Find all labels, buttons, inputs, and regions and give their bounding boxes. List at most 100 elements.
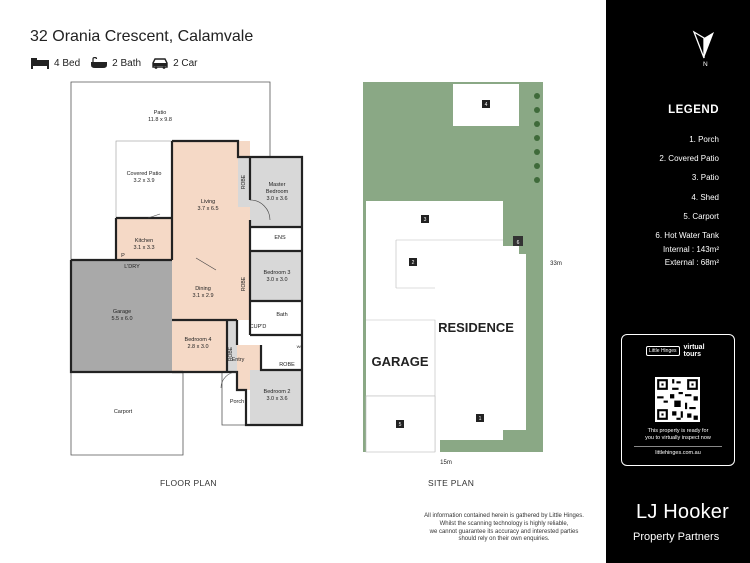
master-floor — [250, 157, 302, 227]
garage-label: Garage — [113, 309, 131, 315]
marker-3: 3 — [424, 217, 427, 223]
disclaimer: All information contained herein is gath… — [405, 513, 603, 544]
virtual-tour-header: Little Hinges virtual tours — [646, 344, 705, 358]
marker-6: 6 — [517, 240, 520, 246]
legend-item: 6. Hot Water Tank — [655, 231, 719, 241]
legend-item: 2. Covered Patio — [659, 154, 719, 164]
kitchen-size: 3.1 x 3.3 — [133, 245, 154, 251]
master-label: Master — [269, 182, 286, 188]
bedroom2-label: Bedroom 2 — [264, 389, 291, 395]
master-label-2: Bedroom — [266, 189, 289, 195]
legend-item: 1. Porch — [689, 135, 719, 144]
ldry-label: L'DRY — [124, 264, 140, 270]
disclaimer-line-1: All information contained herein is gath… — [424, 513, 584, 519]
living-label: Living — [201, 199, 215, 205]
brand-subtitle: Property Partners — [633, 531, 720, 543]
bedroom3-label: Bedroom 3 — [264, 270, 291, 276]
robe-label-bed3: ROBE — [241, 276, 247, 291]
site-depth-label: 33m — [550, 261, 562, 267]
ens-label: ENS — [274, 235, 286, 241]
baths-spec: 2 Bath — [90, 57, 141, 69]
robe-label-bed4: ROBE — [228, 346, 234, 361]
virtual-tour-text-line-2: you to virtually inspect now — [645, 435, 711, 441]
dining-label: Dining — [195, 286, 211, 292]
covered-patio-size: 3.2 x 3.9 — [133, 178, 154, 184]
external-area-value: 68m² — [700, 257, 719, 267]
brand-logo: LJ Hooker — [636, 501, 729, 523]
garage-site-label: GARAGE — [371, 354, 428, 369]
porch-label: Porch — [230, 399, 244, 405]
robe-label-master: ROBE — [241, 174, 247, 189]
baths-count: 2 Bath — [112, 57, 142, 69]
bedroom3-size: 3.0 x 3.0 — [266, 277, 287, 283]
virtual-tours-label: virtual tours — [684, 344, 705, 358]
bath-label: Bath — [276, 312, 287, 318]
kitchen-label: Kitchen — [135, 238, 153, 244]
external-area: External : 68m² — [664, 257, 719, 267]
bath-icon — [90, 57, 108, 69]
legend-item: 5. Carport — [683, 211, 719, 221]
floor-plan: Patio 11.8 x 9.8 Covered Patio 3.2 x 3.9… — [69, 81, 304, 456]
marker-5: 5 — [399, 422, 402, 428]
pantry-label: P — [121, 253, 125, 259]
internal-area-value: 143m² — [696, 245, 719, 254]
legend-item: 4. Shed — [691, 192, 719, 202]
floor-plan-caption: FLOOR PLAN — [160, 478, 217, 488]
living-floor — [172, 141, 250, 258]
patio-size: 11.8 x 9.8 — [148, 117, 172, 123]
info-panel: N LEGEND 1. Porch 2. Covered Patio 3. Pa… — [606, 0, 750, 563]
virtual-tours-line-1: virtual — [683, 344, 705, 351]
car-icon — [151, 57, 169, 69]
external-area-label: External — [664, 257, 695, 267]
area-summary: Internal : 143m² External : 68m² — [663, 244, 719, 269]
virtual-tour-divider — [634, 446, 722, 447]
site-plan-caption: SITE PLAN — [428, 478, 475, 488]
compass-icon — [692, 30, 714, 59]
property-specs: 4 Bed 2 Bath 2 Car — [30, 57, 198, 69]
garage-floor — [71, 260, 172, 372]
residence-label: RESIDENCE — [438, 320, 514, 335]
dining-size: 3.1 x 2.9 — [192, 293, 213, 299]
property-address: 32 Orania Crescent, Calamvale — [30, 28, 254, 45]
entry-label: Entry — [232, 357, 245, 363]
virtual-tour-card[interactable]: Little Hinges virtual tours This propert… — [621, 334, 735, 466]
legend-title: LEGEND — [668, 104, 719, 116]
qr-code-icon[interactable] — [655, 377, 700, 422]
disclaimer-line-2: Whilst the scanning technology is highly… — [439, 520, 569, 527]
disclaimer-line-3: we cannot guarantee its accuracy and int… — [429, 528, 579, 535]
robe-label-bed2: ROBE — [279, 362, 295, 368]
internal-area: Internal : 143m² — [662, 245, 719, 254]
patio-outline — [70, 81, 271, 260]
patio-label: Patio — [154, 110, 167, 116]
bedroom4-size: 2.8 x 3.0 — [187, 344, 208, 350]
marker-1: 1 — [479, 416, 482, 422]
covered-patio-label: Covered Patio — [127, 171, 162, 177]
carport-outline — [70, 372, 184, 456]
legend-item: 3. Patio — [691, 173, 719, 183]
marker-4: 4 — [485, 102, 488, 108]
site-plan: 4 3 2 5 1 6 RESIDENCE GARAGE 15m 33m — [363, 82, 562, 466]
compass-north-label: N — [703, 61, 708, 68]
cars-count: 2 Car — [173, 57, 198, 69]
little-hinges-logo: Little Hinges — [646, 346, 680, 356]
residence-footprint — [366, 201, 526, 452]
beds-spec: 4 Bed — [30, 57, 80, 69]
living-size: 3.7 x 6.5 — [197, 206, 218, 212]
legend-list: 1. Porch 2. Covered Patio 3. Patio 4. Sh… — [655, 130, 719, 245]
cupd-label: CUP'D — [250, 324, 267, 330]
bed-icon — [30, 57, 50, 69]
wc-label: WC — [297, 344, 304, 349]
cars-spec: 2 Car — [151, 57, 198, 69]
disclaimer-line-4: should rely on their own enquiries. — [458, 536, 550, 543]
marker-2: 2 — [412, 260, 415, 266]
virtual-tour-text: This property is ready for you to virtua… — [622, 428, 734, 442]
virtual-tours-line-2: tours — [683, 351, 702, 358]
master-size: 3.0 x 3.6 — [266, 196, 287, 202]
virtual-tour-text-line-1: This property is ready for — [647, 428, 709, 434]
virtual-tour-url[interactable]: littlehinges.com.au — [655, 450, 701, 456]
carport-label: Carport — [114, 409, 133, 415]
bedroom4-label: Bedroom 4 — [185, 337, 212, 343]
garage-size: 5.5 x 6.0 — [111, 316, 132, 322]
site-width-label: 15m — [440, 460, 452, 466]
beds-count: 4 Bed — [54, 57, 81, 69]
